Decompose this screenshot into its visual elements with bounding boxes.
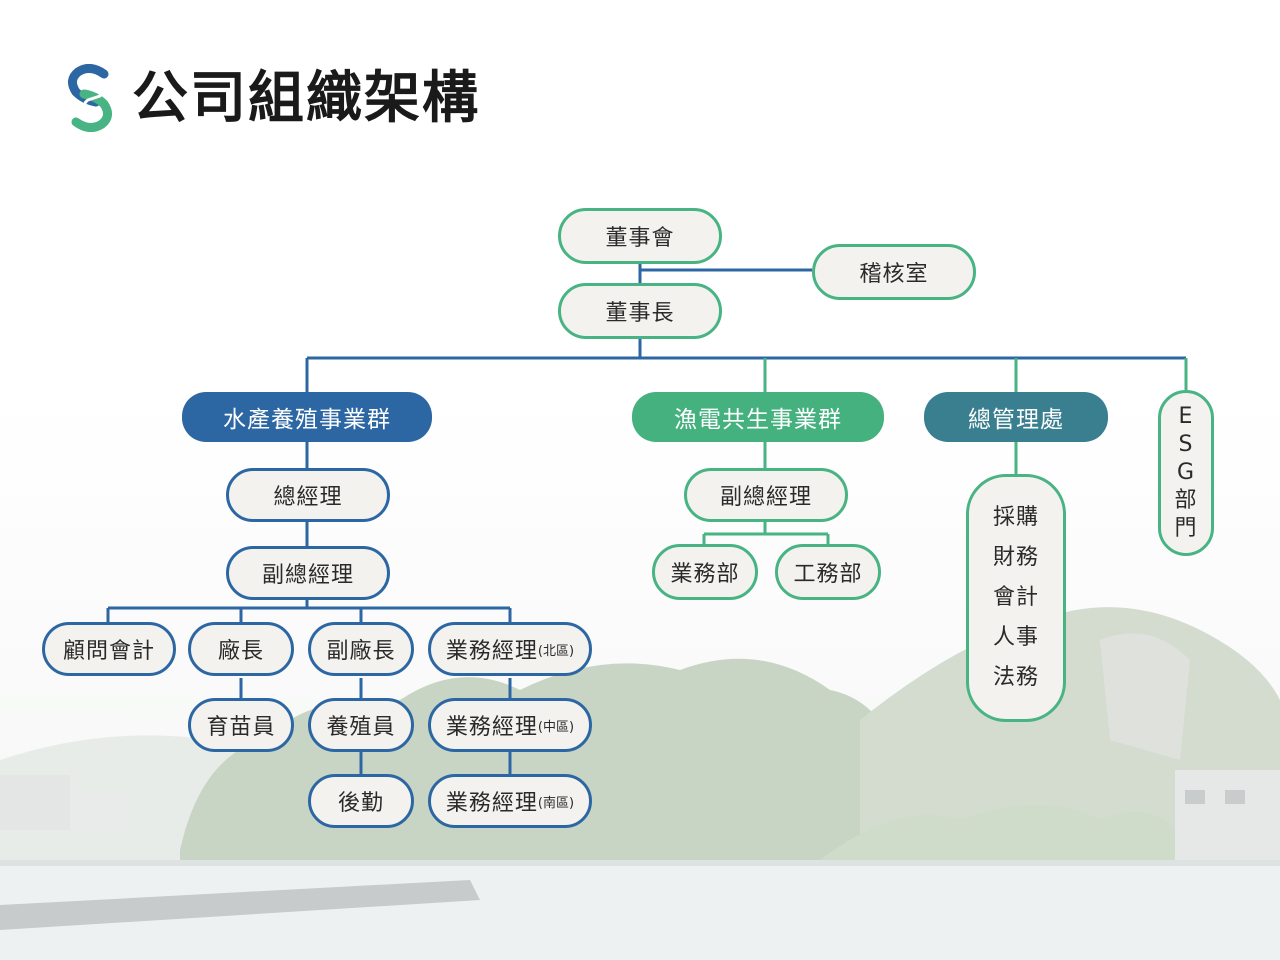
admin-unit-procurement: 採購 bbox=[992, 505, 1039, 530]
company-logo bbox=[68, 64, 112, 132]
logistics: 後勤 bbox=[308, 774, 414, 828]
region-label: (南區) bbox=[537, 795, 575, 811]
page-title: 公司組織架構 bbox=[132, 66, 480, 131]
pv-sales-department: 業務部 bbox=[652, 544, 758, 600]
sales-manager-label: 業務經理 bbox=[445, 639, 538, 664]
plant-manager: 廠長 bbox=[188, 622, 294, 676]
nursery-staff: 育苗員 bbox=[188, 698, 294, 752]
chairman: 董事長 bbox=[558, 283, 722, 339]
esg-char: S bbox=[1178, 432, 1194, 457]
sales-manager-central: 業務經理(中區) bbox=[428, 698, 592, 752]
general-management-office: 總管理處 bbox=[924, 392, 1108, 442]
sales-manager-south: 業務經理(南區) bbox=[428, 774, 592, 828]
sales-manager-label: 業務經理 bbox=[445, 715, 538, 740]
aqua-general-manager: 總經理 bbox=[226, 468, 390, 522]
deputy-plant-manager: 副廠長 bbox=[308, 622, 414, 676]
audit-office: 稽核室 bbox=[812, 244, 976, 300]
esg-char: G bbox=[1176, 460, 1196, 485]
fishery-solar-group: 漁電共生事業群 bbox=[632, 392, 884, 442]
esg-char: 部 bbox=[1174, 488, 1198, 513]
board-of-directors: 董事會 bbox=[558, 208, 722, 264]
admin-unit-hr: 人事 bbox=[992, 625, 1039, 650]
consultant-accounting: 顧問會計 bbox=[42, 622, 176, 676]
pv-deputy-general-manager: 副總經理 bbox=[684, 468, 848, 522]
admin-unit-accounting: 會計 bbox=[992, 585, 1039, 610]
esg-char: E bbox=[1178, 404, 1194, 429]
aqua-deputy-general-manager: 副總經理 bbox=[226, 546, 390, 600]
esg-char: 門 bbox=[1174, 516, 1198, 541]
sales-manager-label: 業務經理 bbox=[445, 791, 538, 816]
admin-unit-finance: 財務 bbox=[992, 545, 1039, 570]
pv-engineering-department: 工務部 bbox=[775, 544, 881, 600]
esg-department: E S G 部 門 bbox=[1158, 390, 1214, 556]
region-label: (北區) bbox=[537, 643, 575, 659]
admin-units: 採購 財務 會計 人事 法務 bbox=[966, 474, 1066, 722]
region-label: (中區) bbox=[537, 719, 575, 735]
admin-unit-legal: 法務 bbox=[992, 665, 1039, 690]
breeding-staff: 養殖員 bbox=[308, 698, 414, 752]
sales-manager-north: 業務經理(北區) bbox=[428, 622, 592, 676]
aquaculture-group: 水產養殖事業群 bbox=[182, 392, 432, 442]
